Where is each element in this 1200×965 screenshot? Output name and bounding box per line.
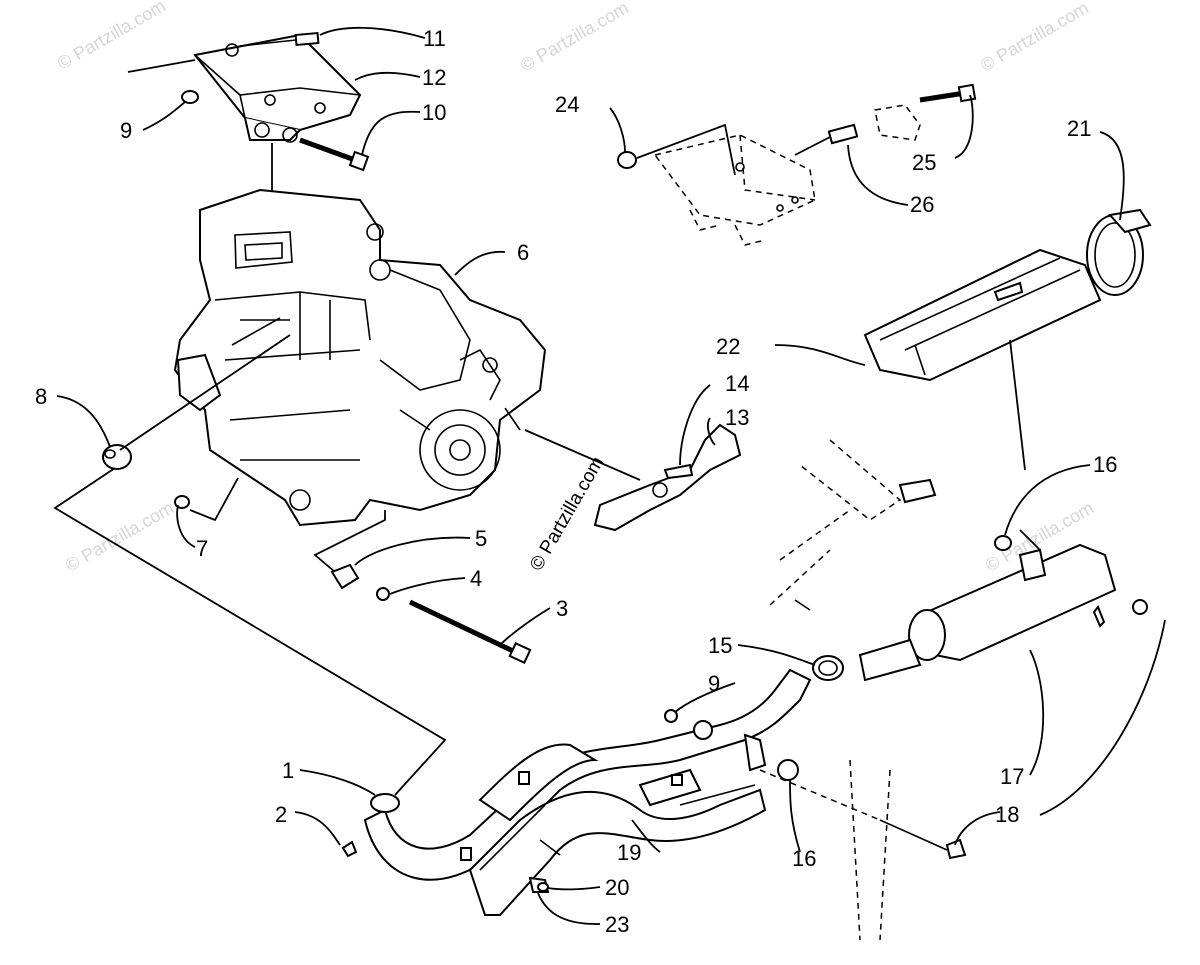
callout-10: 10 [422,100,446,125]
callout-20: 20 [605,875,629,900]
callout-9-top: 9 [120,118,132,143]
exhaust-header-pipe [363,668,812,881]
callout-3: 3 [556,596,568,621]
bolt-11 [239,31,320,47]
leader-engine-to-header [53,467,447,796]
engine-mount-bracket [127,33,362,192]
muffler-17 [858,529,1148,682]
callout-labels: 1 2 3 4 5 6 7 8 9 9 10 11 12 13 14 15 16… [35,26,1117,937]
watermark: © Partzilla.com [517,0,632,75]
brake-pedal [524,423,742,532]
callout-16-top: 16 [1093,452,1117,477]
callout-23: 23 [605,912,629,937]
callout-leaders [56,26,1166,925]
pipe-fasteners [341,709,967,893]
callout-24: 24 [555,92,579,117]
callout-14: 14 [725,371,749,396]
watermark: © Partzilla.com [62,497,177,575]
callout-16-bottom: 16 [792,846,816,871]
bolt-assembly-3-4-5 [313,510,532,665]
callout-13: 13 [725,405,749,430]
engine-assembly [173,188,547,527]
callout-15: 15 [708,633,732,658]
callout-21: 21 [1067,116,1091,141]
callout-5: 5 [475,526,487,551]
exhaust-y-pipe-19 [460,768,767,916]
nut-7 [174,477,239,522]
bolt-10 [299,137,370,172]
mount-8 [102,334,291,470]
callout-17: 17 [1000,764,1024,789]
callout-11: 11 [423,26,446,51]
callout-22: 22 [716,334,740,359]
frame-outline [769,439,937,941]
callout-12: 12 [422,65,446,90]
callout-19: 19 [617,840,641,865]
callout-7: 7 [196,536,208,561]
callout-8: 8 [35,384,47,409]
clamp-21 [1086,208,1152,296]
callout-1: 1 [282,758,294,783]
callout-26: 26 [910,192,934,217]
callout-4: 4 [470,566,482,591]
watermark: © Partzilla.com [526,453,608,574]
callout-25: 25 [912,150,936,175]
watermark: © Partzilla.com [977,0,1092,75]
callout-6: 6 [517,240,529,265]
heat-shield-22 [863,248,1102,471]
callout-2: 2 [275,802,287,827]
callout-18: 18 [995,802,1019,827]
nut-9-top [181,90,199,104]
callout-9-bottom: 9 [708,671,720,696]
watermark: © Partzilla.com [54,0,169,73]
clamp-15 [812,655,844,681]
